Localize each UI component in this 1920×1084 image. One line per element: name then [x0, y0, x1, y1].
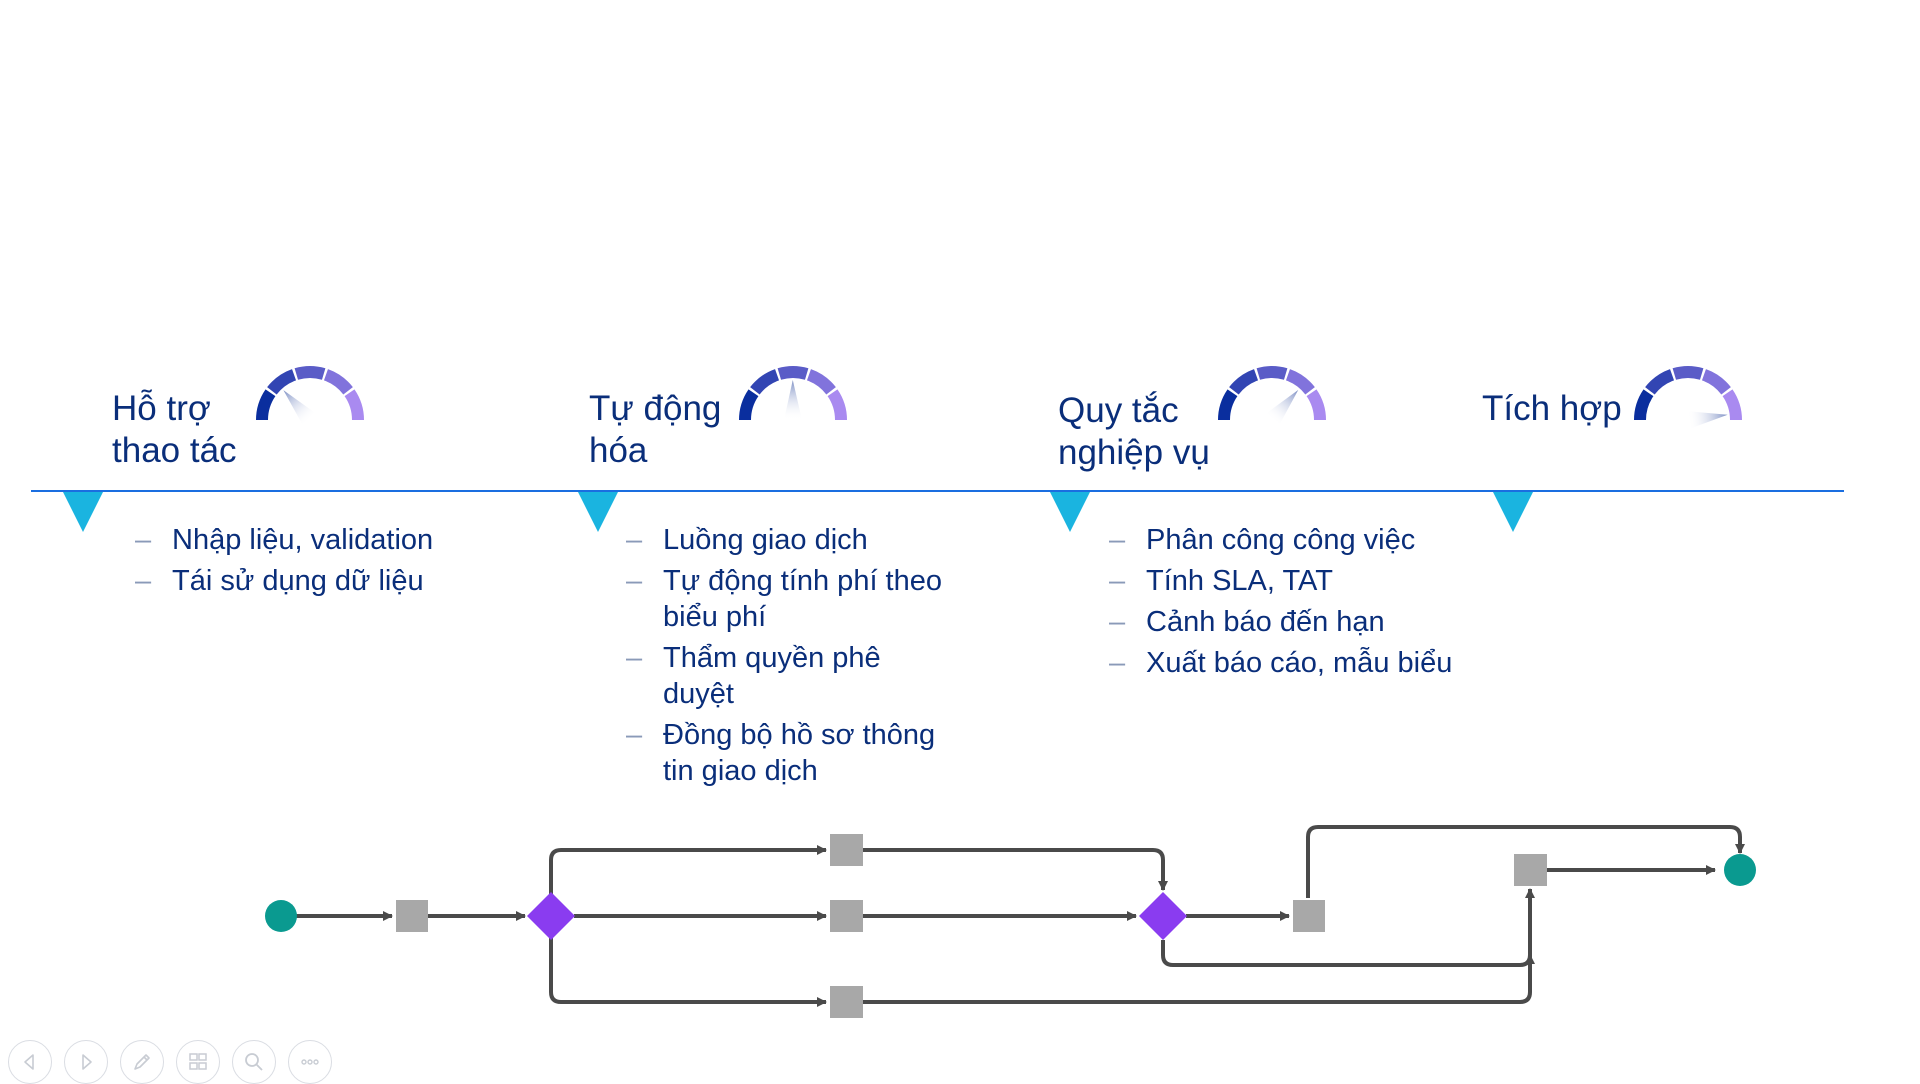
stage-title-4: Tích hợp — [1482, 389, 1622, 428]
flow-connector — [863, 954, 1535, 1004]
flow-connector — [1306, 825, 1745, 898]
task-box — [830, 834, 863, 866]
task-box — [830, 986, 863, 1018]
gauge-segment — [1256, 366, 1288, 380]
gauge-needle — [1265, 389, 1299, 426]
gauge-segment — [1218, 389, 1238, 420]
task-box — [1293, 900, 1325, 932]
zoom-icon — [245, 1053, 263, 1071]
gauge-segment — [1229, 369, 1259, 395]
flow-connector — [549, 916, 827, 1007]
gateway-diamond — [1139, 892, 1187, 940]
gauge-needle — [784, 380, 802, 421]
gauge-segment — [739, 389, 759, 420]
bullet-item: –Nhập liệu, validation — [135, 524, 434, 556]
flow-connector — [863, 848, 1168, 891]
stage-2-bullets: –Luồng giao dịch –Tự động tính phí theo … — [626, 522, 1026, 794]
timeline-marker-1 — [63, 492, 103, 532]
gauge-segment — [323, 369, 353, 395]
gauge-segment — [1672, 366, 1704, 380]
gauge-segment — [1306, 389, 1326, 420]
gauge-icon-2 — [739, 366, 847, 421]
more-icon — [301, 1059, 319, 1065]
gauge-segment — [267, 369, 297, 395]
bullet-item: –Cảnh báo đến hạn — [1109, 606, 1385, 638]
previous-icon — [24, 1054, 34, 1070]
gauge-segment — [777, 366, 809, 380]
stage-title-3: Quy tắc nghiệp vụ — [1058, 391, 1210, 472]
task-box — [1514, 854, 1547, 886]
gauge-segment — [294, 366, 326, 380]
stage-title-1: Hỗ trợ thao tác — [112, 389, 237, 470]
zoom-button[interactable] — [232, 1040, 276, 1084]
bullet-item: –Thẩm quyền phê duyệt — [626, 642, 881, 710]
task-box — [396, 900, 428, 932]
see-all-slides-button[interactable] — [176, 1040, 220, 1084]
end-event — [1724, 854, 1756, 886]
process-flow-diagram — [265, 825, 1756, 1018]
timeline-marker-3 — [1050, 492, 1090, 532]
next-icon — [82, 1054, 92, 1070]
gauge-segment — [827, 389, 847, 420]
gauge-needle — [1686, 411, 1728, 429]
gauge-segment — [1285, 369, 1315, 395]
pen-tool-button[interactable] — [120, 1040, 164, 1084]
slides-grid-icon — [189, 1053, 207, 1070]
pen-icon — [134, 1054, 150, 1070]
stage-title-2: Tự động hóa — [589, 389, 722, 470]
start-event — [265, 900, 297, 932]
gauge-icon-1 — [256, 366, 364, 426]
bullet-item: –Tự động tính phí theo biểu phí — [626, 565, 942, 633]
slideshow-controls — [8, 1040, 332, 1084]
bullet-item: –Tái sử dụng dữ liệu — [135, 565, 424, 597]
gauge-segment — [750, 369, 780, 395]
gauge-icon-4 — [1634, 366, 1742, 429]
gauge-segment — [1701, 369, 1731, 395]
timeline-marker-4 — [1493, 492, 1533, 532]
more-options-button[interactable] — [288, 1040, 332, 1084]
task-box — [830, 900, 863, 932]
flow-connector — [1161, 888, 1535, 967]
stage-1-bullets: –Nhập liệu, validation –Tái sử dụng dữ l… — [135, 522, 565, 604]
previous-slide-button[interactable] — [8, 1040, 52, 1084]
gauge-segment — [256, 389, 276, 420]
bullet-item: –Phân công công việc — [1109, 524, 1416, 556]
next-slide-button[interactable] — [64, 1040, 108, 1084]
timeline-marker-2 — [578, 492, 618, 532]
gauge-segment — [806, 369, 836, 395]
bullet-item: –Đồng bộ hồ sơ thông tin giao dịch — [626, 719, 936, 787]
gauge-icon-3 — [1218, 366, 1326, 426]
gateway-diamond — [527, 892, 575, 940]
stage-3-bullets: –Phân công công việc –Tính SLA, TAT –Cản… — [1109, 522, 1549, 686]
flow-connector — [549, 845, 827, 916]
bullet-item: –Xuất báo cáo, mẫu biểu — [1109, 647, 1453, 679]
gauge-needle — [283, 390, 317, 426]
gauge-segment — [1634, 389, 1654, 420]
gauge-segment — [1645, 369, 1675, 395]
timeline-line — [31, 490, 1844, 492]
gauge-segment — [1722, 389, 1742, 420]
gauge-segment — [344, 389, 364, 420]
bullet-item: –Tính SLA, TAT — [1109, 565, 1333, 597]
bullet-item: –Luồng giao dịch — [626, 524, 868, 556]
